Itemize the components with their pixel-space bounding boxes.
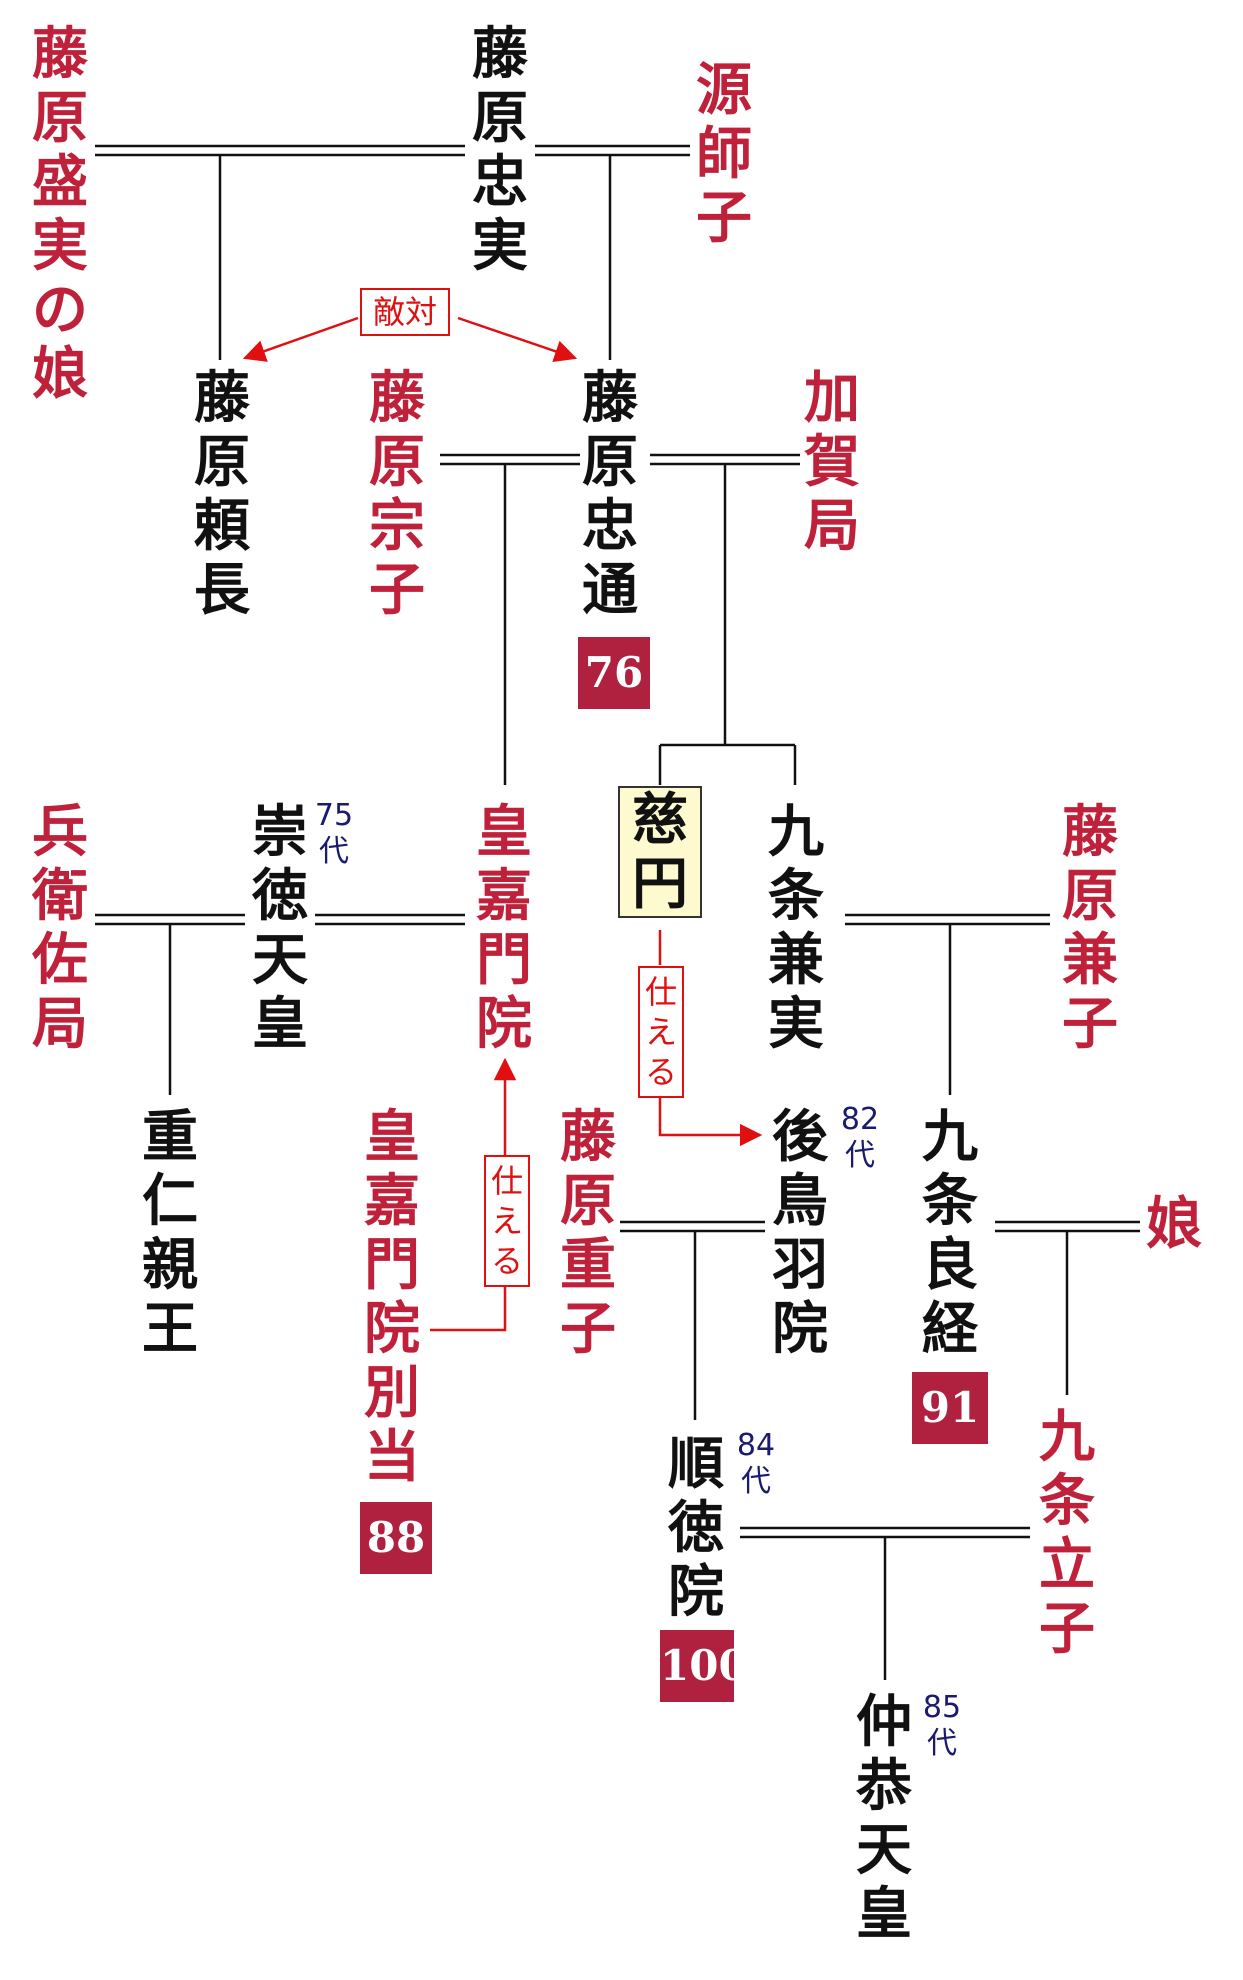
- rival-arrow-tadamichi: [457, 316, 578, 363]
- relation-serve-label-jien: 仕える: [638, 966, 684, 1098]
- serve-line-jien-gotoba: [658, 930, 760, 1135]
- person-shigehito: 重仁親王: [142, 1104, 198, 1362]
- person-fujiwara-shigeko: 藤原重子: [560, 1104, 616, 1362]
- marriage-line-tadazane-morizane: [95, 144, 465, 157]
- badge-juntoku: 100: [660, 1630, 748, 1702]
- person-juntoku: 順徳院: [668, 1431, 724, 1625]
- era-chukyo: 85代: [922, 1690, 962, 1761]
- relation-rival-label: 敵対: [360, 288, 450, 336]
- era-sutoku: 75代: [314, 798, 354, 869]
- person-morizane-daughter: 藤原盛実の娘: [32, 21, 88, 407]
- person-tadamichi: 藤原忠通: [582, 365, 638, 623]
- rival-arrow-yorinaga: [242, 316, 359, 362]
- marriage-line-sutoku-kokamonin: [315, 913, 465, 926]
- person-gotoba: 後鳥羽院: [772, 1104, 828, 1362]
- person-jien: 慈円: [618, 786, 702, 918]
- marriage-line-tadamichi-kaga: [650, 453, 800, 466]
- marriage-line-sutoku-hyoe: [95, 913, 245, 926]
- person-minamoto-shishi: 源師子: [696, 57, 752, 251]
- relation-serve-label-betto: 仕える: [484, 1155, 530, 1287]
- person-chukyo: 仲恭天皇: [856, 1689, 912, 1947]
- era-gotoba: 82代: [840, 1102, 880, 1173]
- marriage-line-tadamichi-muneko: [440, 453, 580, 466]
- marriage-line-juntoku-ritsushi: [740, 1526, 1030, 1539]
- person-kujo-ritsushi: 九条立子: [1039, 1404, 1095, 1662]
- person-kokamonin-betto: 皇嘉門院別当: [364, 1104, 420, 1490]
- person-hyoe-no-suke: 兵衛佐局: [32, 799, 88, 1057]
- marriage-line-kanezane-kaneko: [845, 913, 1050, 926]
- person-fujiwara-kaneko: 藤原兼子: [1062, 799, 1118, 1057]
- marriage-line-gotoba-shigeko: [620, 1220, 765, 1233]
- era-juntoku: 84代: [736, 1428, 776, 1499]
- badge-tadamichi: 76: [578, 637, 650, 709]
- badge-yoshitsune: 91: [912, 1372, 988, 1444]
- marriage-line-tadazane-shishi: [535, 144, 690, 157]
- descent-line-tadamichi-sons: [658, 464, 797, 785]
- person-sutoku: 崇徳天皇: [252, 799, 308, 1057]
- person-kokamonin: 皇嘉門院: [476, 799, 532, 1057]
- person-musume: 娘: [1146, 1191, 1202, 1257]
- person-kujo-yoshitsune: 九条良経: [922, 1104, 978, 1362]
- person-muneko: 藤原宗子: [369, 365, 425, 623]
- person-kaga-no-tsubone: 加賀局: [804, 365, 860, 559]
- person-yorinaga: 藤原頼長: [194, 365, 250, 623]
- badge-betto: 88: [360, 1502, 432, 1574]
- marriage-line-yoshitsune-musume: [995, 1220, 1140, 1233]
- person-tadazane: 藤原忠実: [472, 21, 528, 279]
- person-kujo-kanezane: 九条兼実: [768, 799, 824, 1057]
